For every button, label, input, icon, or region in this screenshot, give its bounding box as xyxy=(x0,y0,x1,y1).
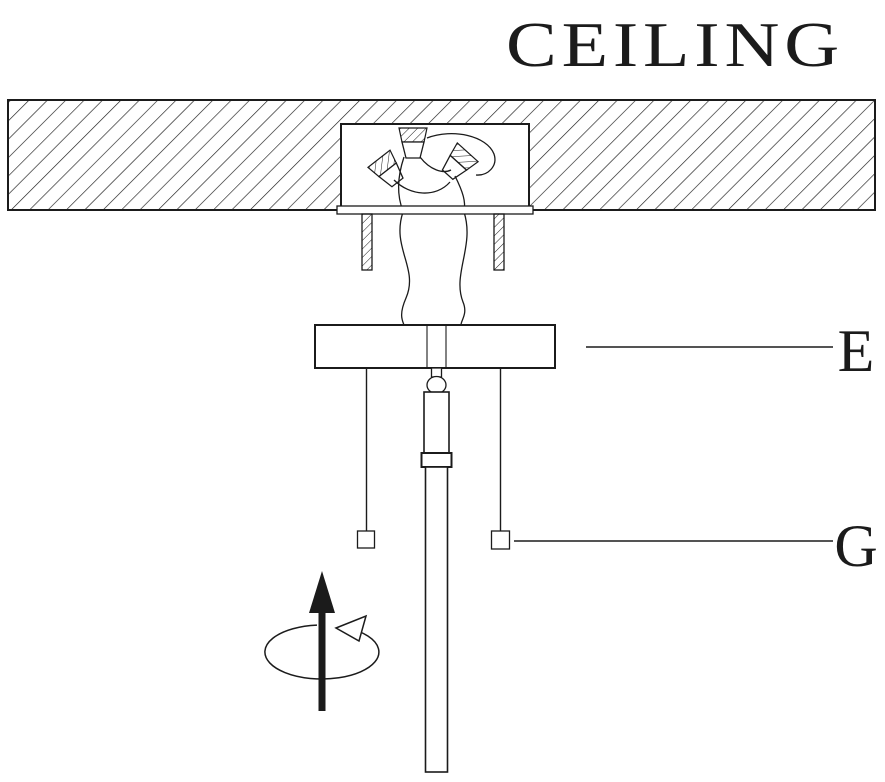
downrod-neck xyxy=(430,367,443,378)
label-e: E xyxy=(838,318,875,384)
downrod-ball xyxy=(426,375,447,395)
mounting-screw-left xyxy=(361,213,373,271)
rotation-arrowhead-icon xyxy=(334,614,368,643)
mounting-screw-right xyxy=(493,213,505,271)
wire-nut-icon xyxy=(367,149,404,188)
pull-chain-right xyxy=(490,368,511,550)
callout-e: E xyxy=(586,318,874,384)
supply-wires xyxy=(393,132,496,326)
pull-chain-left xyxy=(356,368,376,549)
junction-box-strap xyxy=(336,205,534,215)
mounting-screws xyxy=(361,213,505,271)
pull-chain-right-end xyxy=(490,530,511,550)
up-arrow xyxy=(309,571,335,711)
ceiling-title: CEILING xyxy=(506,10,844,80)
downrod-coupling xyxy=(420,452,453,468)
up-arrowhead-icon xyxy=(309,571,335,613)
rotation-arrow xyxy=(264,614,380,680)
downrod xyxy=(420,367,453,773)
label-g: G xyxy=(834,513,877,579)
mounting-bracket xyxy=(314,324,556,369)
downrod-upper xyxy=(423,391,450,454)
wire-nut-icon xyxy=(441,142,480,181)
callout-g: G xyxy=(514,513,878,579)
downrod-lower xyxy=(424,466,449,773)
pull-chain-left-end xyxy=(356,530,376,549)
